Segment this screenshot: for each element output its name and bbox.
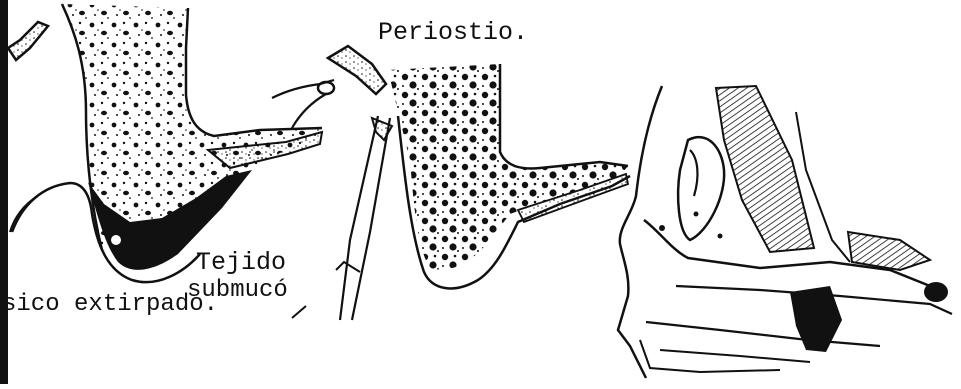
left-tissue-stub — [8, 22, 48, 60]
ear-ossicle — [924, 282, 948, 302]
facial-dot-1 — [694, 212, 699, 217]
teeth-line — [660, 350, 810, 362]
alveolar-line — [646, 322, 880, 346]
face-profile — [618, 86, 662, 378]
label-tejido: Tejido — [196, 250, 286, 275]
left-figure — [8, 4, 322, 282]
label-periostio: Periostio. — [378, 20, 528, 45]
elevator-joint — [336, 262, 360, 272]
retractor-ring — [318, 82, 334, 94]
retractor-arm-bottom — [292, 94, 326, 128]
left-border — [0, 0, 8, 384]
middle-bone-inner-edge — [500, 64, 628, 168]
jaw-line — [640, 340, 780, 372]
label-sico-extirpado: sico extirpado. — [2, 293, 218, 317]
middle-figure — [272, 46, 630, 320]
right-figure — [618, 86, 952, 378]
left-small-ring — [110, 234, 122, 246]
middle-bone-body — [388, 64, 628, 270]
leader-line — [292, 306, 306, 318]
left-bone-inner-edge — [186, 8, 322, 136]
hatched-cranial-region — [716, 86, 814, 252]
periosteum-flap — [328, 46, 386, 94]
nasal-dot — [659, 225, 665, 231]
posterior-hatched-structure — [848, 232, 930, 270]
facial-dot-2 — [718, 234, 723, 239]
orbit-outline — [678, 137, 724, 240]
orbit-inner — [690, 150, 697, 196]
